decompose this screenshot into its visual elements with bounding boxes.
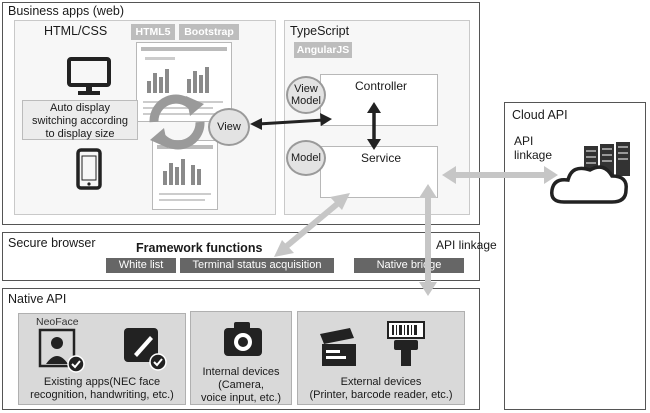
business-apps-title: Business apps (web) xyxy=(8,4,125,18)
angularjs-tag: AngularJS xyxy=(294,42,352,58)
framework-functions-title: Framework functions xyxy=(136,241,263,255)
refresh-icon xyxy=(149,94,205,150)
native-api-title: Native API xyxy=(8,292,67,306)
monitor-icon xyxy=(67,57,111,95)
terminal-status-tag: Terminal status acquisition xyxy=(180,258,334,273)
camera-icon xyxy=(224,322,262,356)
existing-apps-label: Existing apps(NEC face recognition, hand… xyxy=(30,376,174,401)
controller-box: Controller xyxy=(320,74,438,126)
service-label: Service xyxy=(361,151,402,165)
page-mock-bottom xyxy=(152,140,218,210)
face-recognition-icon xyxy=(38,328,85,373)
service-box: Service xyxy=(320,146,438,198)
existing-apps-box xyxy=(18,313,186,405)
model-circle: Model xyxy=(286,140,326,176)
external-devices-label: External devices (Printer, barcode reade… xyxy=(309,376,453,401)
native-bridge-tag: Native bridge xyxy=(354,258,464,273)
typescript-title: TypeScript xyxy=(290,24,350,38)
barcode-scanner-icon xyxy=(387,321,425,366)
html5-tag: HTML5 xyxy=(131,24,175,40)
printer-icon xyxy=(320,328,356,366)
secure-browser-title: Secure browser xyxy=(8,236,96,250)
cloud-api-linkage-label: API linkage xyxy=(514,134,553,162)
view-model-circle: View Model xyxy=(286,76,326,114)
api-linkage-label: API linkage xyxy=(436,238,497,252)
white-list-tag: White list xyxy=(106,258,176,273)
cloud-api-title: Cloud API xyxy=(512,108,568,122)
neoface-label: NeoFace xyxy=(36,316,79,328)
view-circle: View xyxy=(208,108,250,146)
smartphone-icon xyxy=(76,148,102,190)
bootstrap-tag: Bootstrap xyxy=(179,24,239,40)
html-css-title: HTML/CSS xyxy=(44,24,108,38)
pen-icon xyxy=(124,328,167,371)
internal-devices-label: Internal devices (Camera, voice input, e… xyxy=(200,366,282,404)
controller-label: Controller xyxy=(355,79,408,93)
auto-display-note: Auto display switching according to disp… xyxy=(22,100,138,140)
cloud-server-icon xyxy=(550,142,630,204)
